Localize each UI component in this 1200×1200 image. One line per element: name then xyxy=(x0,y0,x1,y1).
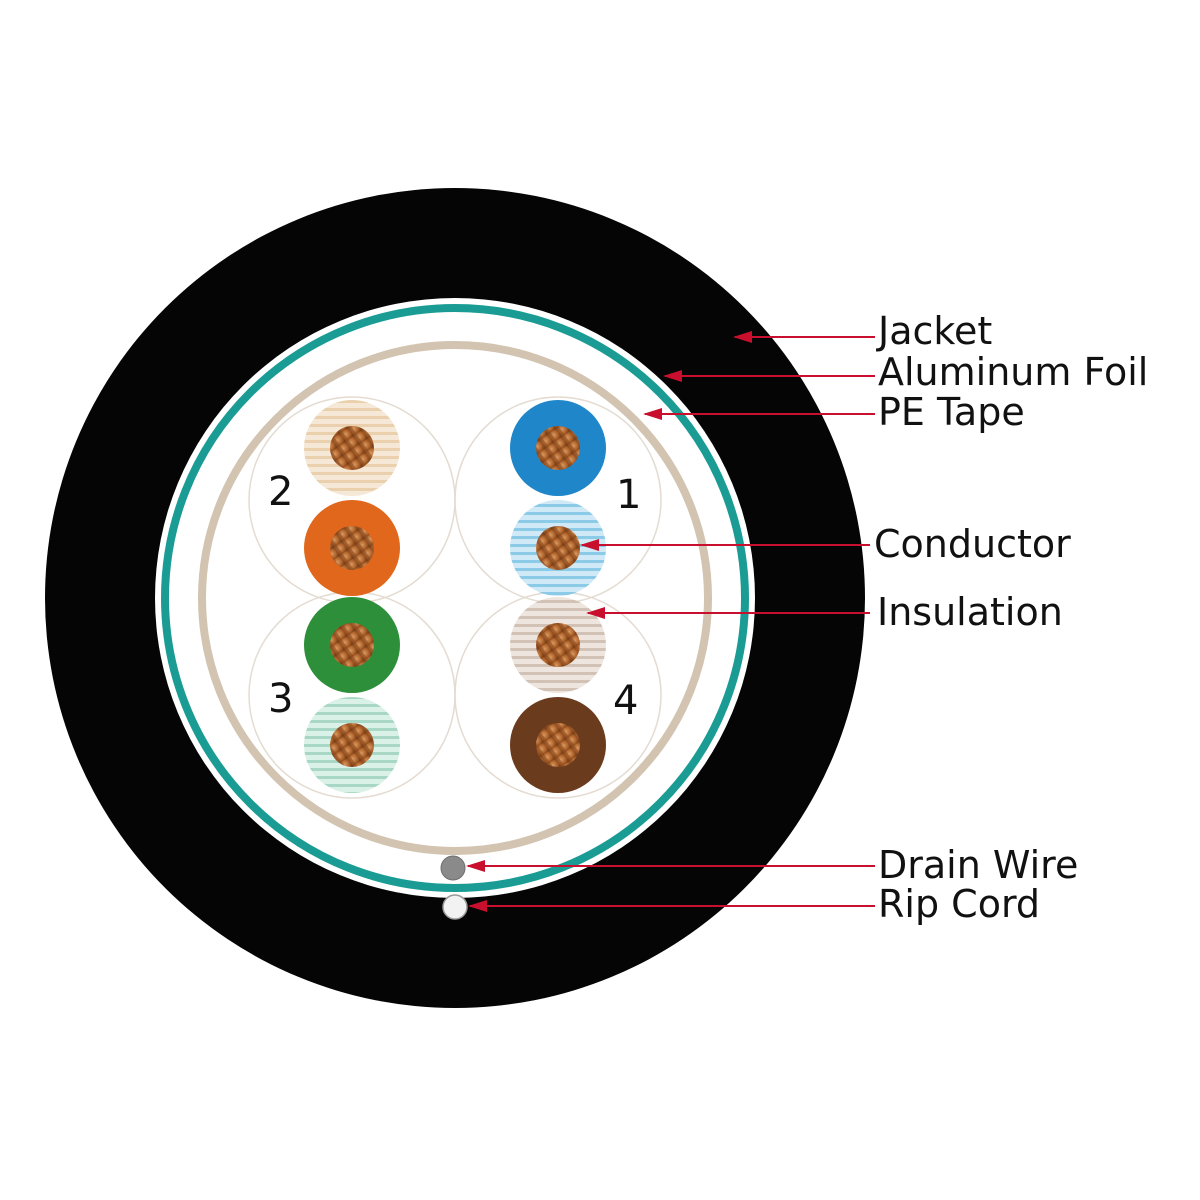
aluminum-foil-ring xyxy=(161,304,749,892)
pair-2 xyxy=(304,400,400,596)
label-insulation: Insulation xyxy=(877,590,1063,634)
pair-number-1: 1 xyxy=(616,472,641,518)
pair-number-2: 2 xyxy=(268,469,293,515)
pair-number-3: 3 xyxy=(268,676,293,722)
wire-blue-white-conductor xyxy=(536,526,580,570)
pair-4 xyxy=(510,597,606,793)
wire-green-white-conductor xyxy=(330,723,374,767)
pair-1 xyxy=(510,400,606,596)
wire-orange-conductor xyxy=(330,526,374,570)
label-jacket: Jacket xyxy=(876,309,992,353)
drain-wire xyxy=(440,855,466,881)
label-rip-cord: Rip Cord xyxy=(878,882,1040,926)
pair-number-4: 4 xyxy=(613,678,638,724)
wire-green-conductor xyxy=(330,623,374,667)
pair-3 xyxy=(304,597,400,793)
wire-brown-white-conductor xyxy=(536,623,580,667)
leader-lines xyxy=(466,331,875,912)
wire-orange-white-conductor xyxy=(330,426,374,470)
wire-blue-conductor xyxy=(536,426,580,470)
label-aluminum-foil: Aluminum Foil xyxy=(878,350,1148,394)
pe-tape-ring xyxy=(198,341,712,855)
label-drain-wire: Drain Wire xyxy=(878,843,1078,887)
wire-brown-conductor xyxy=(536,723,580,767)
label-conductor: Conductor xyxy=(874,522,1071,566)
label-pe-tape: PE Tape xyxy=(878,390,1025,434)
rip-cord xyxy=(442,894,468,920)
